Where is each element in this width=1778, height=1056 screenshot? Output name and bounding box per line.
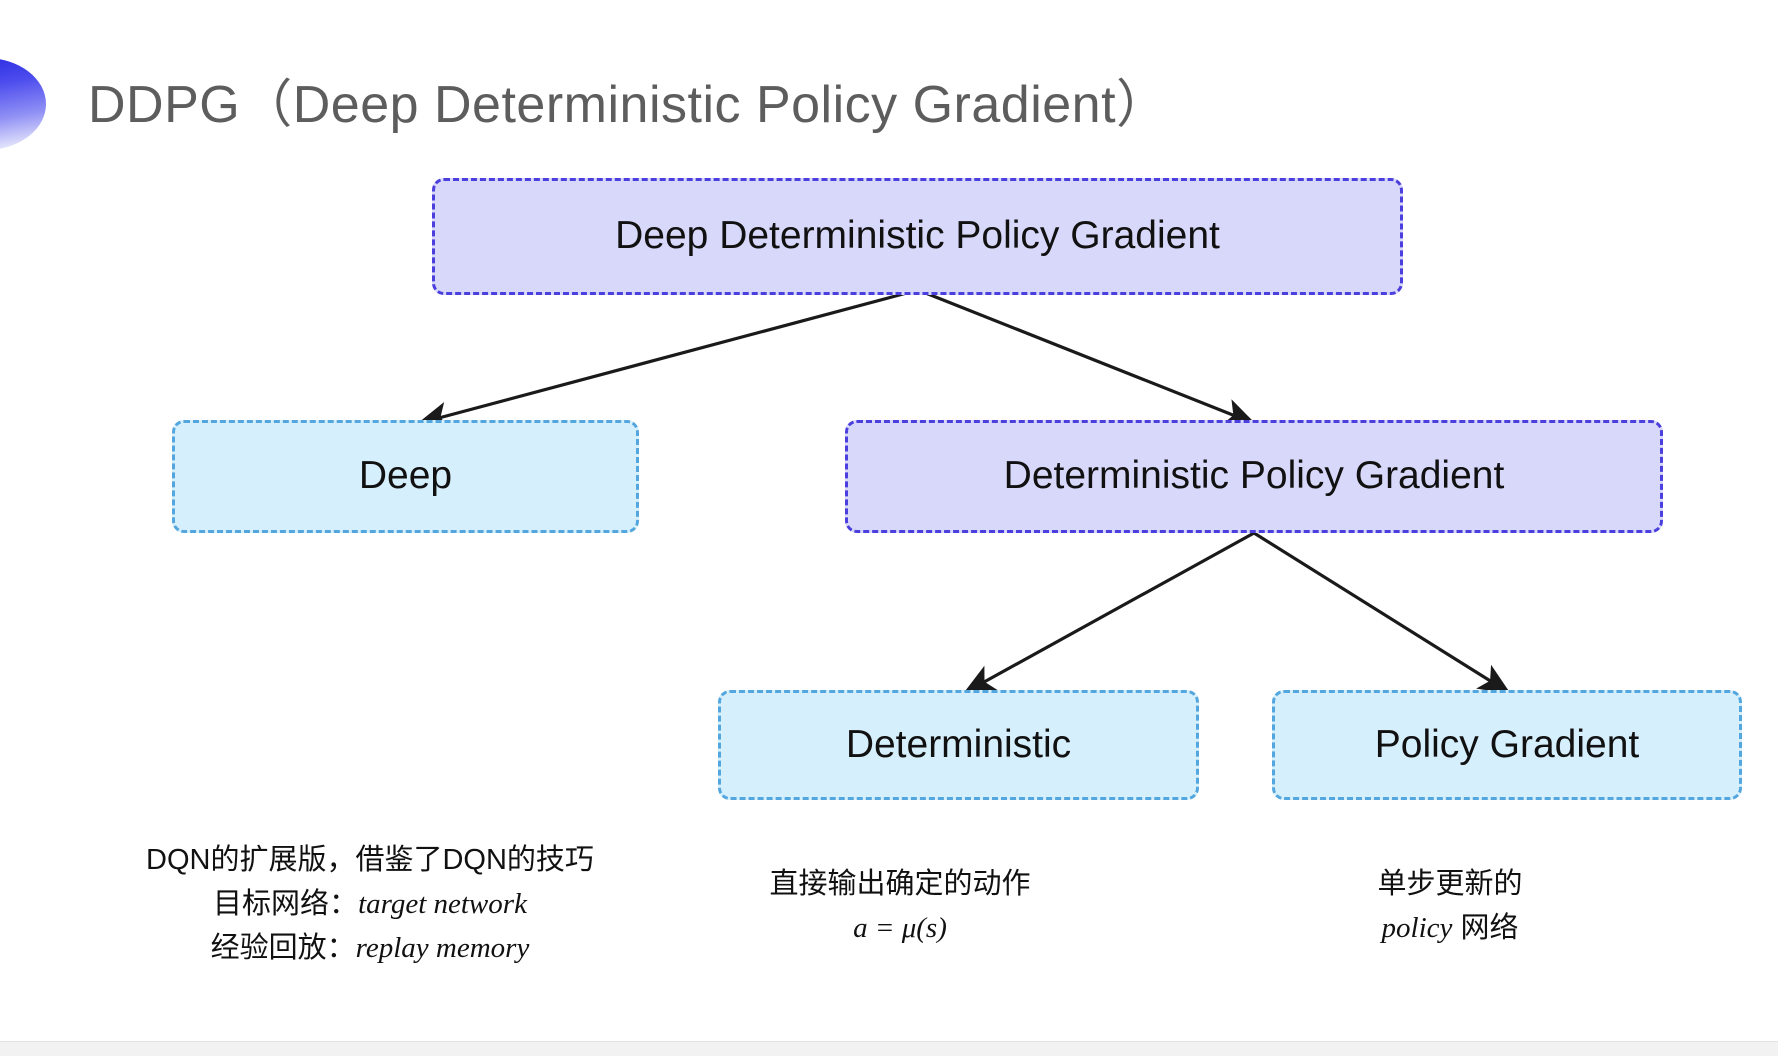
caption-deep-line3: 经验回放：replay memory	[90, 926, 650, 970]
edge-dpg-to-policy-gradient	[1253, 531, 1511, 694]
slide-bottom-edge	[0, 1041, 1778, 1056]
caption-deterministic-formula: a = μ(s)	[853, 912, 947, 945]
slide-top-edge	[0, 0, 1778, 3]
caption-policy-gradient-line1: 单步更新的	[1377, 868, 1523, 900]
edge-root-to-deep	[416, 288, 919, 430]
caption-deep-line2-label: 目标网络：	[213, 888, 359, 921]
caption-policy-gradient: 单步更新的 policy 网络	[1270, 862, 1630, 950]
caption-deterministic: 直接输出确定的动作 a = μ(s)	[690, 862, 1110, 950]
caption-policy-gradient-line2: policy 网络	[1270, 906, 1630, 950]
title-accent-blob-icon	[0, 58, 46, 150]
node-deterministic[interactable]: Deterministic	[718, 690, 1199, 800]
caption-deep: DQN的扩展版，借鉴了DQN的技巧 目标网络：target network 经验…	[90, 838, 650, 970]
edge-dpg-to-deterministic	[963, 531, 1255, 694]
caption-deep-line2-term: target network	[358, 888, 527, 921]
caption-deep-line2: 目标网络：target network	[90, 882, 650, 926]
caption-deep-line3-label: 经验回放：	[210, 932, 356, 965]
caption-deep-line3-term: replay memory	[355, 932, 530, 965]
node-root[interactable]: Deep Deterministic Policy Gradient	[432, 178, 1403, 295]
node-deterministic-label: Deterministic	[845, 722, 1072, 766]
node-dpg-label: Deterministic Policy Gradient	[1003, 454, 1505, 498]
caption-deterministic-line1: 直接输出确定的动作	[769, 868, 1031, 900]
node-root-label: Deep Deterministic Policy Gradient	[615, 214, 1220, 258]
node-policy-gradient[interactable]: Policy Gradient	[1272, 690, 1742, 800]
caption-deep-line1: DQN的扩展版，借鉴了DQN的技巧	[146, 844, 594, 876]
edge-root-to-dpg	[917, 288, 1256, 426]
caption-policy-gradient-suffix: 网络	[1452, 912, 1519, 945]
caption-policy-gradient-term: policy	[1381, 912, 1453, 945]
node-policy-gradient-label: Policy Gradient	[1374, 722, 1640, 766]
node-deep-label: Deep	[358, 454, 453, 498]
page-title: DDPG（Deep Deterministic Policy Gradient）	[88, 76, 1169, 134]
node-deep[interactable]: Deep	[172, 420, 639, 533]
node-deterministic-policy-gradient[interactable]: Deterministic Policy Gradient	[845, 420, 1663, 533]
